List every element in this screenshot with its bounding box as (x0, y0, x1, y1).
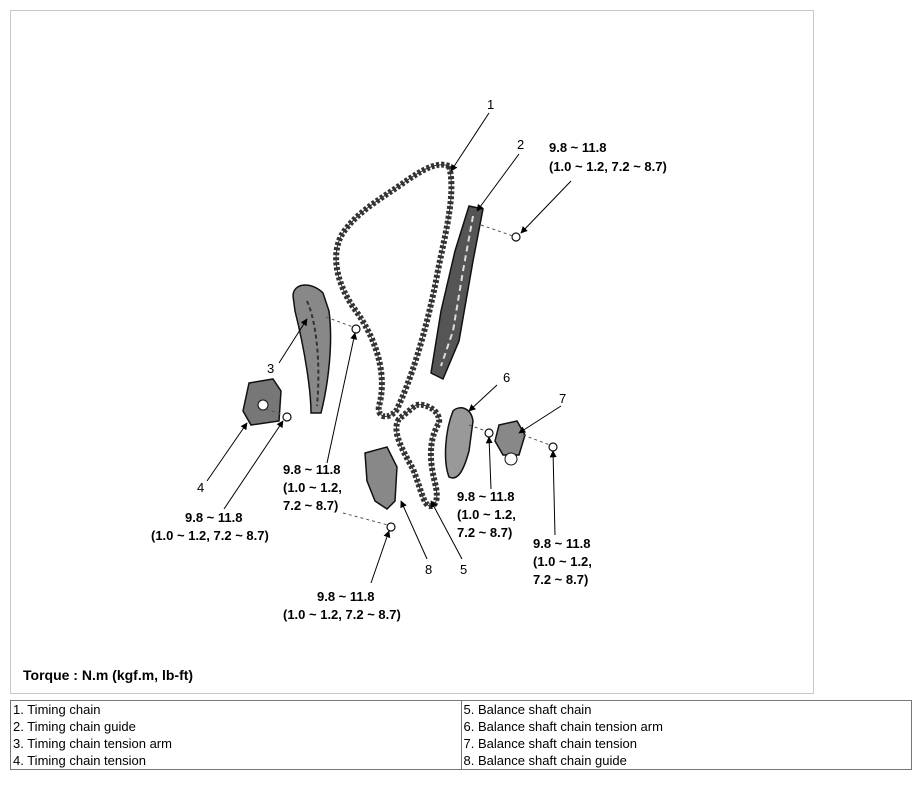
legend-item: 6. Balance shaft chain tension arm (460, 718, 912, 735)
parts-legend: 1. Timing chain 5. Balance shaft chain 2… (10, 700, 912, 770)
table-row: 3. Timing chain tension arm 7. Balance s… (10, 735, 912, 752)
svg-text:9.8 ~ 11.8: 9.8 ~ 11.8 (457, 489, 514, 504)
balance-shaft-tension-arm (444, 407, 474, 479)
legend-item: 2. Timing chain guide (10, 718, 462, 735)
svg-text:9.8 ~ 11.8: 9.8 ~ 11.8 (549, 140, 606, 155)
svg-text:7.2 ~ 8.7): 7.2 ~ 8.7) (457, 525, 512, 540)
callout-8: 8 (425, 562, 432, 577)
table-row: 1. Timing chain 5. Balance shaft chain (10, 700, 912, 718)
balance-shaft-chain-guide (364, 446, 398, 510)
leader-lines (206, 112, 572, 584)
table-row: 4. Timing chain tension 8. Balance shaft… (10, 752, 912, 770)
table-row: 2. Timing chain guide 6. Balance shaft c… (10, 718, 912, 735)
bolt-icon (484, 428, 494, 438)
svg-text:(1.0 ~ 1.2,: (1.0 ~ 1.2, (457, 507, 516, 522)
bolt-axis-lines (265, 224, 551, 526)
balance-shaft-chain (393, 401, 443, 510)
callout-7: 7 (559, 391, 566, 406)
torque-spec-tensioner-bolt: 9.8 ~ 11.8 (1.0 ~ 1.2, 7.2 ~ 8.7) (549, 140, 667, 174)
svg-text:(1.0 ~ 1.2, 7.2 ~ 8.7): (1.0 ~ 1.2, 7.2 ~ 8.7) (549, 159, 667, 174)
bolt-icon (282, 412, 292, 422)
svg-text:9.8 ~ 11.8: 9.8 ~ 11.8 (317, 589, 374, 604)
legend-item: 4. Timing chain tension (10, 752, 462, 770)
callout-1: 1 (487, 97, 494, 112)
legend-item: 3. Timing chain tension arm (10, 735, 462, 752)
svg-text:(1.0 ~ 1.2,: (1.0 ~ 1.2, (533, 554, 592, 569)
legend-item: 7. Balance shaft chain tension (460, 735, 912, 752)
callout-6: 6 (503, 370, 510, 385)
legend-item: 5. Balance shaft chain (460, 700, 912, 718)
svg-text:9.8 ~ 11.8: 9.8 ~ 11.8 (283, 462, 340, 477)
torque-spec-bs-guide-bolt: 9.8 ~ 11.8 (1.0 ~ 1.2, 7.2 ~ 8.7) (283, 589, 401, 622)
diagram-canvas: 1 2 3 4 5 6 7 8 9.8 ~ 11.8 (1.0 ~ 1.2, 7… (151, 97, 667, 622)
torque-spec-bs-arm-bolt: 9.8 ~ 11.8 (1.0 ~ 1.2, 7.2 ~ 8.7) (457, 489, 516, 540)
svg-text:(1.0 ~ 1.2, 7.2 ~ 8.7): (1.0 ~ 1.2, 7.2 ~ 8.7) (151, 528, 269, 543)
torque-spec-arm-bolt: 9.8 ~ 11.8 (1.0 ~ 1.2, 7.2 ~ 8.7) (283, 462, 342, 513)
svg-text:7.2 ~ 8.7): 7.2 ~ 8.7) (533, 572, 588, 587)
torque-spec-bs-tensioner-bolt: 9.8 ~ 11.8 (1.0 ~ 1.2, 7.2 ~ 8.7) (533, 536, 592, 587)
bolt-icon (548, 442, 558, 452)
callout-4: 4 (197, 480, 204, 495)
svg-text:9.8 ~ 11.8: 9.8 ~ 11.8 (533, 536, 590, 551)
timing-chain-tension-arm (292, 284, 332, 414)
timing-chain (333, 161, 455, 420)
bolts (282, 232, 558, 532)
svg-text:9.8 ~ 11.8: 9.8 ~ 11.8 (185, 510, 242, 525)
bolt-icon (386, 522, 396, 532)
callout-3: 3 (267, 361, 274, 376)
exploded-diagram: 1 2 3 4 5 6 7 8 9.8 ~ 11.8 (1.0 ~ 1.2, 7… (10, 10, 814, 694)
torque-spec-guide-bolt: 9.8 ~ 11.8 (1.0 ~ 1.2, 7.2 ~ 8.7) (151, 510, 269, 543)
timing-chain-tensioner (242, 378, 282, 426)
svg-text:(1.0 ~ 1.2, 7.2 ~ 8.7): (1.0 ~ 1.2, 7.2 ~ 8.7) (283, 607, 401, 622)
balance-shaft-tensioner (494, 420, 526, 466)
torque-units-note: Torque : N.m (kgf.m, lb-ft) (23, 667, 194, 683)
bolt-icon (511, 232, 521, 242)
bolt-icon (351, 324, 361, 334)
svg-text:(1.0 ~ 1.2,: (1.0 ~ 1.2, (283, 480, 342, 495)
legend-item: 8. Balance shaft chain guide (460, 752, 912, 770)
callout-5: 5 (460, 562, 467, 577)
timing-chain-guide (430, 205, 484, 381)
svg-text:7.2 ~ 8.7): 7.2 ~ 8.7) (283, 498, 338, 513)
legend-item: 1. Timing chain (10, 700, 462, 718)
callout-2: 2 (517, 137, 524, 152)
